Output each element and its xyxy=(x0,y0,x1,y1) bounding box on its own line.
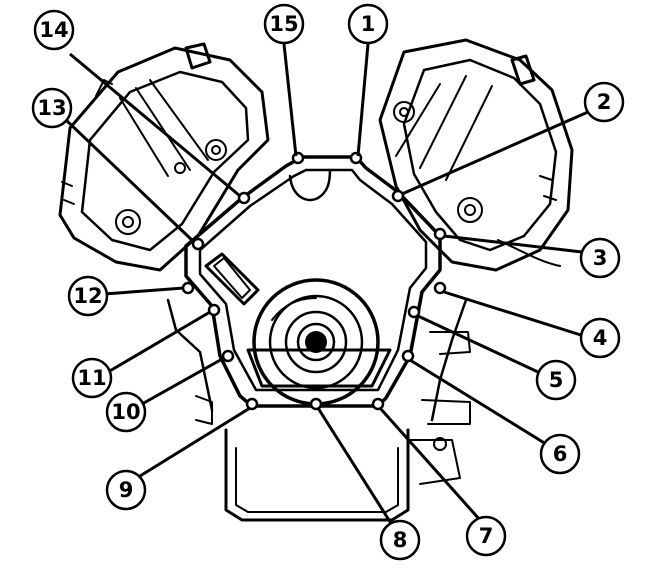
callout-2-label: 2 xyxy=(597,90,612,114)
bolt-hole-9 xyxy=(245,397,259,411)
bolt-holes xyxy=(181,151,447,411)
callout-13-label: 13 xyxy=(37,96,66,120)
engine-block-illustration xyxy=(58,38,574,522)
callout-15: 15 xyxy=(263,3,305,45)
callout-14-label: 14 xyxy=(39,18,68,42)
bolt-hole-6 xyxy=(401,349,415,363)
bolt-hole-11 xyxy=(207,303,221,317)
callout-14: 14 xyxy=(33,9,75,51)
bolt-hole-5 xyxy=(407,305,421,319)
callout-1-label: 1 xyxy=(361,12,376,36)
callout-3-label: 3 xyxy=(593,246,608,270)
callout-1: 1 xyxy=(347,3,389,45)
callout-10: 10 xyxy=(105,391,147,433)
bolt-hole-14 xyxy=(237,191,251,205)
bolt-hole-8 xyxy=(309,397,323,411)
callout-7-label: 7 xyxy=(479,524,494,548)
callout-6: 6 xyxy=(539,433,581,475)
callout-bubbles: 1 2 3 4 5 6 7 8 xyxy=(31,3,625,561)
bolt-hole-2 xyxy=(391,189,405,203)
callout-8: 8 xyxy=(379,519,421,561)
callout-4: 4 xyxy=(579,317,621,359)
callout-10-label: 10 xyxy=(111,400,140,424)
callout-8-label: 8 xyxy=(393,528,408,552)
callout-4-label: 4 xyxy=(593,326,608,350)
bolt-hole-3 xyxy=(433,227,447,241)
right-cylinder-head xyxy=(378,38,574,272)
callout-11-label: 11 xyxy=(77,366,106,390)
callout-5-label: 5 xyxy=(549,368,564,392)
callout-7: 7 xyxy=(465,515,507,557)
bolt-hole-13 xyxy=(191,237,205,251)
front-cover-gasket xyxy=(184,155,442,408)
callout-12: 12 xyxy=(67,275,109,317)
callout-12-label: 12 xyxy=(73,284,102,308)
callout-3: 3 xyxy=(579,237,621,279)
leader-lines xyxy=(64,43,589,529)
left-cylinder-head xyxy=(58,42,270,272)
callout-11: 11 xyxy=(71,357,113,399)
callout-6-label: 6 xyxy=(553,442,568,466)
callout-2: 2 xyxy=(583,81,625,123)
bolt-hole-7 xyxy=(371,397,385,411)
bolt-hole-10 xyxy=(221,349,235,363)
callout-9-label: 9 xyxy=(119,478,134,502)
bolt-hole-4 xyxy=(433,281,447,295)
callout-13: 13 xyxy=(31,87,73,129)
callout-9: 9 xyxy=(105,469,147,511)
oil-pan xyxy=(224,428,461,522)
bolt-hole-12 xyxy=(181,281,195,295)
callout-15-label: 15 xyxy=(269,12,298,36)
callout-5: 5 xyxy=(535,359,577,401)
